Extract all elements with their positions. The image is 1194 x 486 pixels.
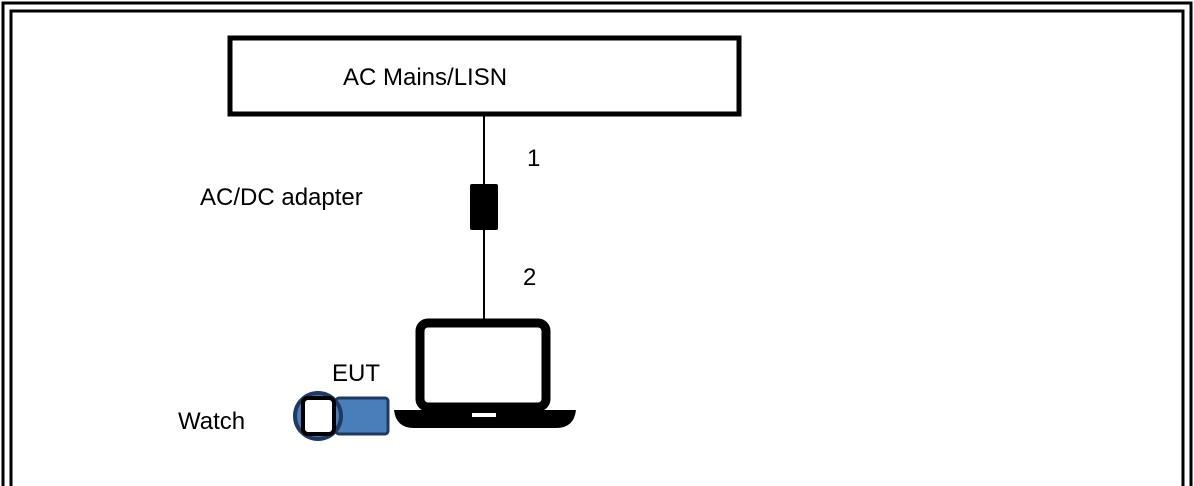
cable-1-label: 1: [527, 145, 541, 172]
inner-frame: [9, 9, 1185, 486]
watch-label: Watch: [178, 408, 246, 435]
cable-2-label: 2: [523, 264, 537, 291]
eut-label: EUT: [332, 360, 380, 387]
laptop-icon: [394, 318, 576, 428]
adapter-icon: [470, 184, 498, 230]
watch-icon: [293, 391, 343, 441]
ac-mains-lisn-box: [227, 35, 742, 117]
charger-icon: [334, 396, 390, 436]
adapter-label: AC/DC adapter: [200, 184, 363, 211]
ac-mains-lisn-label: AC Mains/LISN: [343, 64, 508, 91]
